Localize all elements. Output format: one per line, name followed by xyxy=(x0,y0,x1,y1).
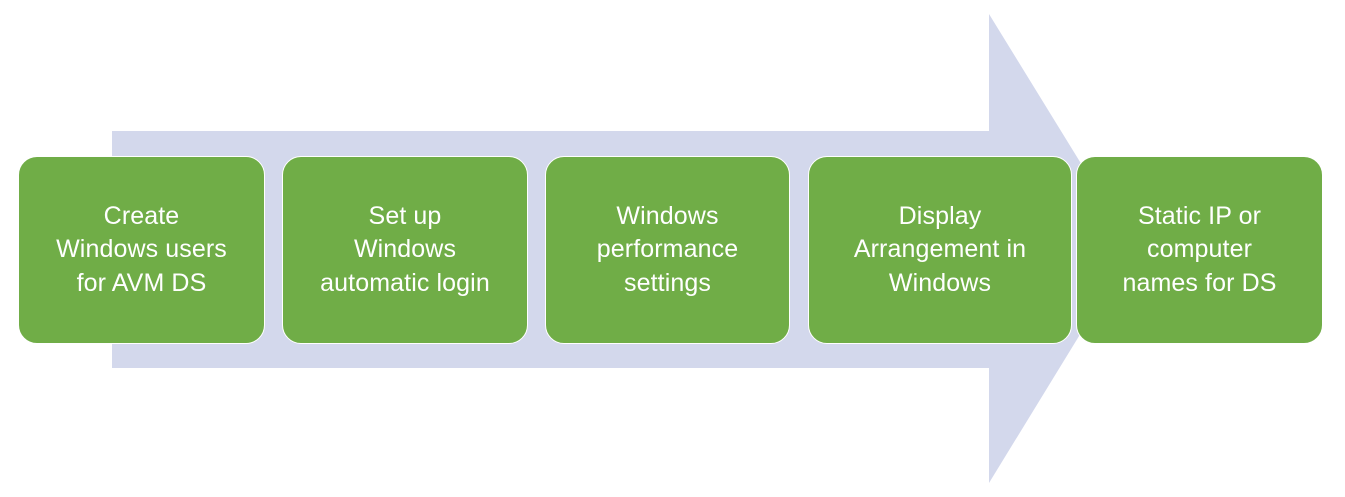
process-step-1-label: Create Windows users for AVM DS xyxy=(56,202,227,297)
process-step-3-label: Windows performance settings xyxy=(596,202,739,297)
process-step-3[interactable]: Windows performance settings xyxy=(545,156,790,344)
process-step-4[interactable]: Display Arrangement in Windows xyxy=(808,156,1072,344)
process-step-5[interactable]: Static IP or computer names for DS xyxy=(1076,156,1323,344)
process-step-2-label: Set up Windows automatic login xyxy=(320,202,490,297)
process-step-1[interactable]: Create Windows users for AVM DS xyxy=(18,156,265,344)
process-step-5-label: Static IP or computer names for DS xyxy=(1122,202,1277,297)
process-step-4-label: Display Arrangement in Windows xyxy=(853,202,1027,297)
process-step-2[interactable]: Set up Windows automatic login xyxy=(282,156,528,344)
